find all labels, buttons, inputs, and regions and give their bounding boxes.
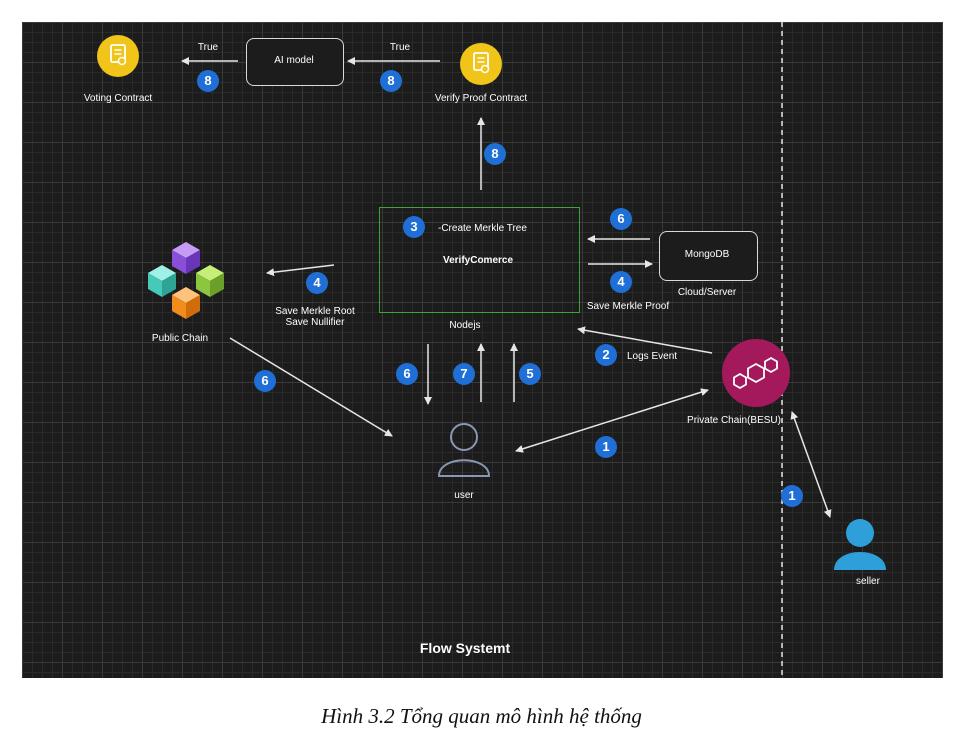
private-chain-icon: [722, 339, 790, 407]
user-icon: [437, 423, 491, 477]
seller-label: seller: [856, 576, 880, 587]
step-badge-3: 3: [403, 216, 425, 238]
verify-comerce-label: VerifyComerce: [442, 255, 514, 266]
logs-event-label: Logs Event: [627, 351, 678, 362]
step-badge-1: 1: [781, 485, 803, 507]
step-badge-2: 2: [595, 344, 617, 366]
save-merkle-proof-label: Save Merkle Proof: [586, 301, 670, 312]
certificate-icon: [97, 35, 139, 77]
verify-proof-contract-label: Verify Proof Contract: [434, 93, 528, 104]
step-badge-6: 6: [610, 208, 632, 230]
true-label-right: True: [389, 42, 411, 53]
ai-model-label: AI model: [274, 55, 314, 66]
mongodb-box: [659, 231, 758, 281]
blockchain-cubes-icon: [148, 242, 224, 319]
public-chain-label: Public Chain: [151, 333, 209, 344]
certificate-icon: [460, 43, 502, 85]
mongodb-label: MongoDB: [684, 249, 730, 260]
step-badge-8: 8: [484, 143, 506, 165]
create-merkle-label: -Create Merkle Tree: [438, 223, 527, 234]
nodejs-label: Nodejs: [449, 320, 481, 331]
seller-icon: [834, 519, 886, 570]
step-badge-5: 5: [519, 363, 541, 385]
arrow-public-to-user: [229, 337, 393, 437]
arrow-user-private: [515, 388, 709, 453]
cloud-server-label: Cloud/Server: [677, 287, 737, 298]
voting-contract-label: Voting Contract: [83, 93, 153, 104]
step-badge-4: 4: [306, 272, 328, 294]
user-label: user: [454, 490, 474, 501]
save-nullifier-label: Save Nullifier: [285, 317, 345, 328]
step-badge-6: 6: [396, 363, 418, 385]
step-badge-1: 1: [595, 436, 617, 458]
true-label-left: True: [197, 42, 219, 53]
nodejs-box: [379, 207, 580, 313]
step-badge-6: 6: [254, 370, 276, 392]
save-merkle-root-label: Save Merkle Root: [275, 306, 355, 317]
arrow-private-seller: [790, 411, 832, 518]
step-badge-7: 7: [453, 363, 475, 385]
arrow-nodejs-to-public: [266, 264, 335, 277]
step-badge-8: 8: [380, 70, 402, 92]
step-badge-4: 4: [610, 271, 632, 293]
diagram-title: Flow Systemt: [419, 640, 511, 656]
arrow-private-to-nodejs: [577, 326, 713, 354]
private-chain-label: Private Chain(BESU): [687, 415, 781, 426]
ai-model-box: [246, 38, 344, 86]
figure-caption: Hình 3.2 Tổng quan mô hình hệ thống: [321, 704, 642, 728]
step-badge-8: 8: [197, 70, 219, 92]
